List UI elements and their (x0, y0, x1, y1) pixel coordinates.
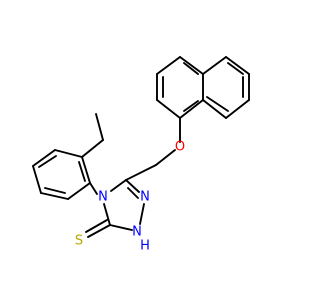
bond-naph-inner-6 (206, 96, 229, 112)
oxygen-label: O (175, 140, 185, 155)
bond-n2-n1 (139, 203, 145, 225)
hydrogen-label: H (140, 239, 150, 254)
nitrogen-4-label: N (98, 190, 108, 205)
bond-naph-7 (202, 56, 227, 75)
bond-naph-inner-2 (183, 62, 199, 75)
bond-n1-c5-double (127, 187, 139, 199)
bond-oxygen-to-ch2 (155, 149, 176, 166)
bond-ethyl-2 (95, 113, 104, 141)
bond-naph-1 (156, 99, 181, 119)
bond-naph-6 (179, 99, 204, 119)
bond-n4-phenyl (89, 182, 98, 195)
bond-ph-1 (67, 182, 91, 200)
bond-naph-inner-3 (183, 100, 199, 112)
bond-c3-n2 (109, 224, 133, 231)
bond-naph-3 (156, 56, 181, 75)
bond-ph-inner-3 (78, 161, 86, 182)
nitrogen-2-label: N (132, 225, 142, 240)
bond-n1-c5 (125, 179, 140, 193)
bond-ph-4 (32, 149, 56, 167)
bond-naph-8 (225, 56, 250, 75)
bond-naph-10 (225, 99, 250, 119)
bond-ph-6 (81, 156, 91, 184)
bond-ph-3 (32, 165, 42, 194)
nitrogen-1-label: N (140, 190, 150, 205)
molecule-canvas: O N N N H S (32, 56, 250, 254)
bond-c3-s (87, 224, 111, 238)
bond-ph-inner-1 (44, 187, 66, 194)
bond-ph-inner-2 (38, 155, 57, 168)
bond-ethyl-1 (81, 139, 104, 158)
bond-ph-2 (40, 192, 69, 200)
bond-c3-s-double (85, 219, 108, 233)
bond-naph-inner-4 (227, 62, 244, 75)
sulfur-label: S (75, 234, 83, 249)
bond-ch2-to-c5 (125, 164, 157, 181)
molecule-structure: O N N N H S (32, 56, 250, 254)
bond-c5-n4 (110, 179, 127, 192)
bond-naph-4 (179, 56, 204, 75)
bond-naph-11 (202, 99, 227, 119)
bond-ph-5 (54, 149, 83, 158)
bond-n4-c3 (103, 203, 111, 226)
